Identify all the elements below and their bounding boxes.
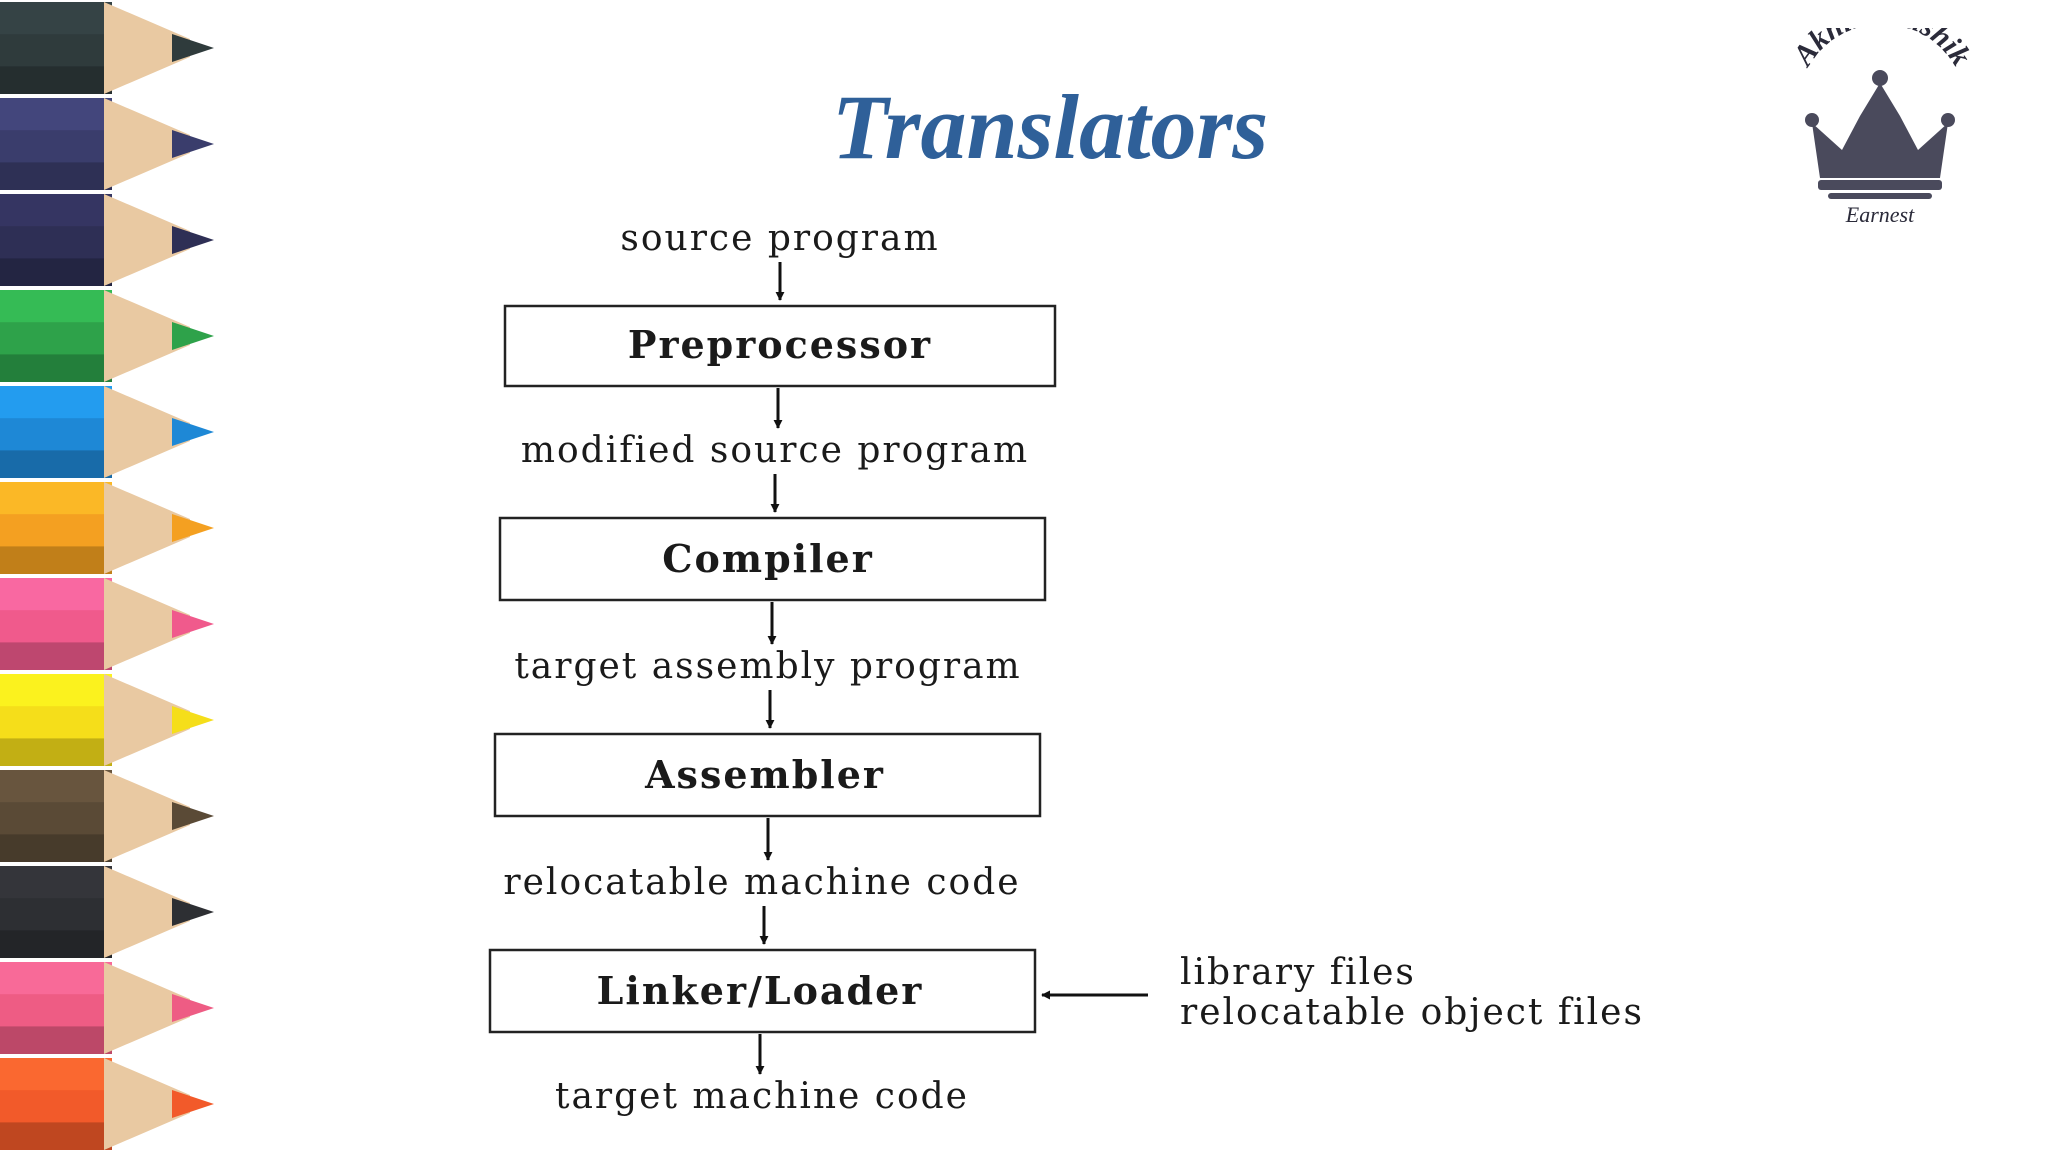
- pencil-7: [0, 578, 214, 670]
- label-target-assembly-program: target assembly program: [514, 646, 1021, 687]
- pencil-8: [0, 674, 214, 766]
- label-source-program: source program: [620, 218, 939, 259]
- pencil-4: [0, 290, 214, 382]
- box-assembler-label: Assembler: [644, 752, 885, 797]
- label-relocatable-object-files: relocatable object files: [1180, 992, 1644, 1033]
- crown-icon: [1805, 70, 1955, 199]
- pencils-decoration: [0, 2, 214, 1150]
- label-library-files: library files: [1180, 952, 1416, 993]
- box-preprocessor-label: Preprocessor: [628, 322, 932, 367]
- label-modified-source-program: modified source program: [521, 430, 1029, 471]
- box-compiler: [498, 516, 1047, 602]
- pencil-11: [0, 962, 214, 1054]
- pencil-12: [0, 1058, 214, 1150]
- logo-tagline: Earnest: [1845, 202, 1915, 227]
- slide-title: Translators: [831, 76, 1269, 178]
- akhil-kaushik-logo: Akhil Kaushik Earnest: [1786, 28, 1978, 227]
- pencil-2: [0, 98, 214, 190]
- pencil-6: [0, 482, 214, 574]
- pencil-5: [0, 386, 214, 478]
- box-assembler: [493, 732, 1042, 818]
- box-preprocessor: [503, 304, 1057, 388]
- pencil-3: [0, 194, 214, 286]
- pencil-9: [0, 770, 214, 862]
- pencil-10: [0, 866, 214, 958]
- box-linker-loader: [488, 948, 1037, 1034]
- label-target-machine-code: target machine code: [555, 1076, 969, 1117]
- box-compiler-label: Compiler: [662, 536, 873, 581]
- pencil-1: [0, 2, 214, 94]
- label-relocatable-machine-code: relocatable machine code: [503, 862, 1020, 903]
- box-linker-loader-label: Linker/Loader: [597, 968, 924, 1013]
- logo-name: Akhil Kaushik: [1786, 28, 1978, 73]
